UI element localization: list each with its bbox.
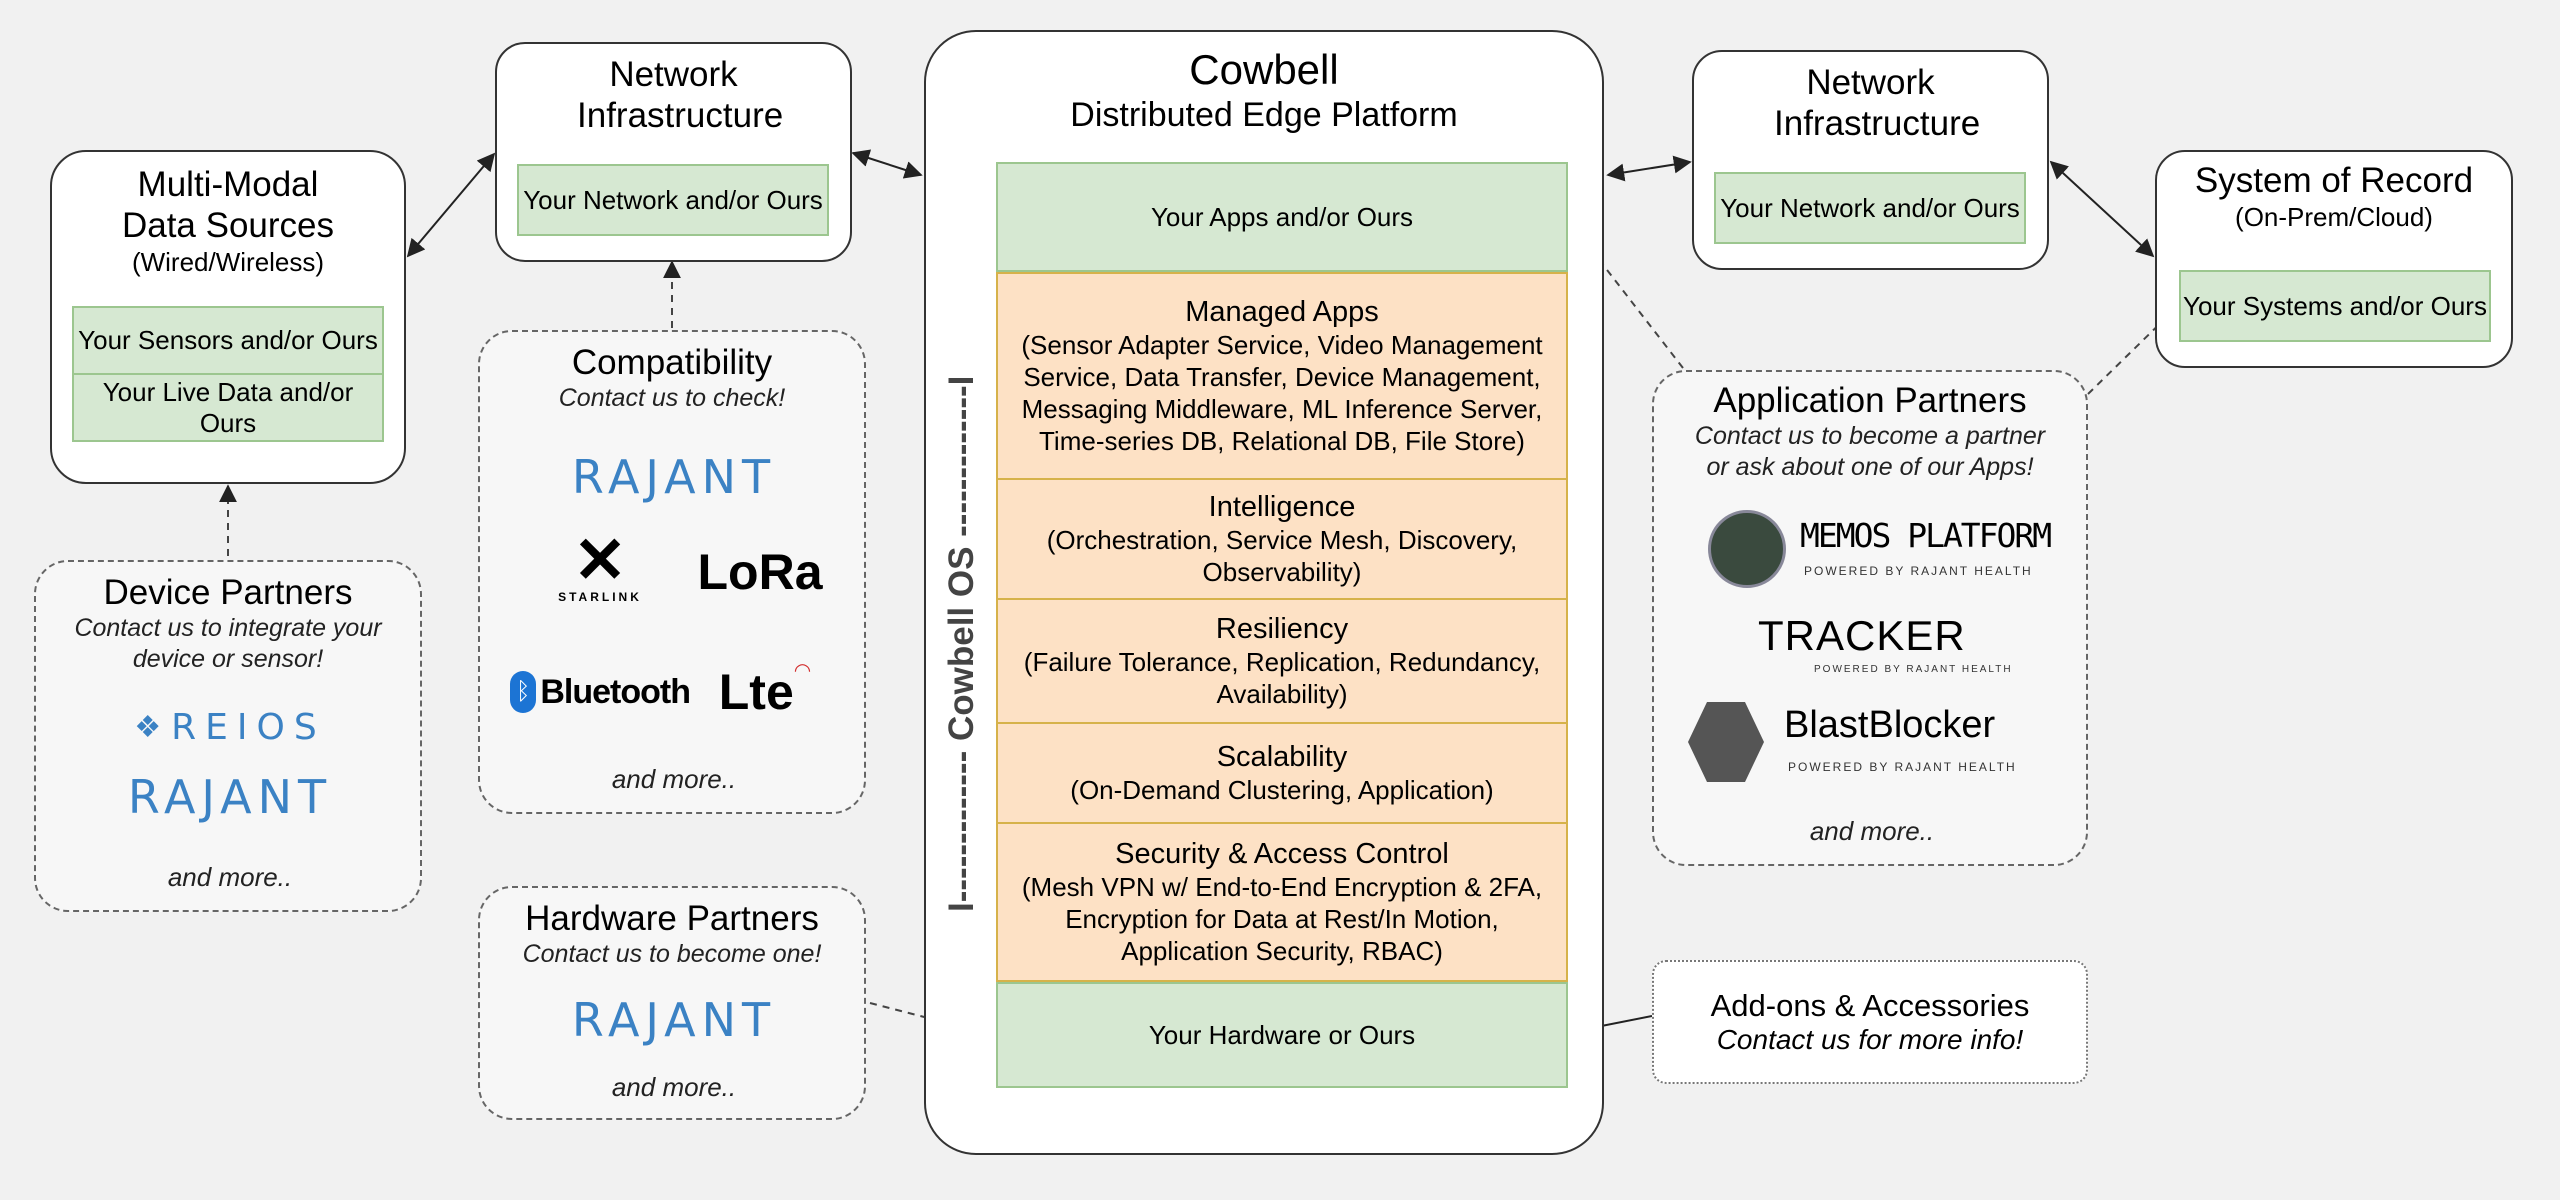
device-partners-title: Device Partners [103,573,353,612]
layer-resiliency: Resiliency (Failure Tolerance, Replicati… [996,598,1568,722]
arrow-network-right-record [2049,160,2155,258]
record-subtitle: (On-Prem/Cloud) [2235,202,2433,232]
layer-managed-apps: Managed Apps (Sensor Adapter Service, Vi… [996,272,1568,478]
blastblocker-logo: BlastBlocker POWERED BY RAJANT HEALTH [1688,698,2068,788]
app-partners-title: Application Partners [1713,381,2027,420]
network-left-inner: Your Network and/or Ours [517,164,829,236]
starlink-x-icon: ✕ [573,524,627,596]
live-data-box: Your Live Data and/or Ours [72,373,384,442]
blastblocker-wordmark: BlastBlocker [1784,704,1996,746]
layer-title: Scalability [1216,741,1348,773]
device-partners-note: Contact us to integrate your device or s… [74,614,382,673]
memos-emblem-icon [1708,510,1786,588]
bluetooth-icon: ᛒ [510,671,537,713]
layer-title: Managed Apps [1185,296,1379,328]
reios-wordmark: REIOS [171,706,326,748]
cowbell-os-label: I------------- Cowbell OS -------------I [942,375,981,912]
network-right-title: Network Infrastructure [1774,63,1981,143]
arrow-sources-network [406,152,496,258]
memos-wordmark: MEMOS PLATFORM [1800,516,2052,555]
signal-icon: ◠ [793,659,812,682]
record-title: System of Record [2194,161,2474,200]
network-right-box: Network Infrastructure Your Network and/… [1692,50,2049,270]
rajant-wordmark: RAJANT [571,993,777,1047]
layer-desc: (Mesh VPN w/ End-to-End Encryption & 2FA… [1021,872,1543,966]
network-left-box: Network Infrastructure Your Network and/… [495,42,852,262]
blastblocker-emblem-icon [1688,702,1764,782]
layer-scalability: Scalability (On-Demand Clustering, Appli… [996,722,1568,822]
arrow-platform-network-right [1606,155,1692,182]
addons-box: Add-ons & Accessories Contact us for mor… [1652,960,2088,1084]
hardware-box: Your Hardware or Ours [996,982,1568,1088]
layer-intelligence: Intelligence (Orchestration, Service Mes… [996,478,1568,598]
data-sources-title: Multi-Modal Data Sources [121,165,335,245]
systems-box: Your Systems and/or Ours [2179,270,2491,342]
starlink-logo: ✕ STARLINK [520,522,680,612]
rajant-wordmark: RAJANT [571,450,777,504]
addons-note: Contact us for more info! [1716,1024,2024,1055]
compatibility-box: Compatibility Contact us to check! RAJAN… [478,330,866,814]
app-partners-box: Application Partners Contact us to becom… [1652,370,2088,866]
device-partners-box: Device Partners Contact us to integrate … [34,560,422,912]
tracker-wordmark: TRACKER [1758,612,1966,659]
reios-logo: ❖ REIOS [36,702,424,752]
compatibility-title: Compatibility [571,343,773,382]
memos-logo: MEMOS PLATFORM POWERED BY RAJANT HEALTH [1708,508,2068,592]
layer-title: Resiliency [1215,613,1349,645]
data-sources-box: Multi-Modal Data Sources (Wired/Wireless… [50,150,406,484]
platform-title: Cowbell [1189,46,1339,93]
app-partners-more: and more.. [1809,816,1935,846]
rajant-logo: RAJANT [480,990,868,1050]
compatibility-more: and more.. [611,764,737,794]
platform-subtitle: Distributed Edge Platform [1070,96,1458,134]
layer-title: Intelligence [1208,491,1356,523]
bluetooth-logo: ᛒ Bluetooth [510,662,691,722]
apps-box: Your Apps and/or Ours [996,162,1568,272]
hardware-partners-note: Contact us to become one! [522,940,822,968]
network-left-title: Network Infrastructure [577,55,784,135]
arrow-network-platform [851,149,923,179]
lora-wordmark: LoRa [697,544,823,600]
blastblocker-powered: POWERED BY RAJANT HEALTH [1788,760,2017,774]
memos-powered: POWERED BY RAJANT HEALTH [1804,564,2033,578]
system-of-record-box: System of Record (On-Prem/Cloud) Your Sy… [2155,150,2513,368]
layer-desc: (Failure Tolerance, Replication, Redunda… [1023,647,1541,709]
hardware-partners-box: Hardware Partners Contact us to become o… [478,886,866,1120]
network-right-inner: Your Network and/or Ours [1714,172,2026,244]
rajant-logo: RAJANT [480,442,868,512]
lte-wordmark: Lte [718,664,794,720]
layer-title: Security & Access Control [1115,838,1449,870]
device-partners-more: and more.. [167,862,293,892]
starlink-wordmark: STARLINK [558,590,642,604]
layer-security: Security & Access Control (Mesh VPN w/ E… [996,822,1568,982]
layer-desc: (Sensor Adapter Service, Video Managemen… [1021,330,1543,456]
hardware-partners-title: Hardware Partners [525,899,819,938]
hardware-partners-more: and more.. [611,1072,737,1102]
rajant-wordmark: RAJANT [127,770,333,824]
app-partners-note: Contact us to become a partner or ask ab… [1694,422,2046,481]
bluetooth-wordmark: Bluetooth [540,672,691,711]
reios-mark-icon: ❖ [134,710,162,744]
addons-title: Add-ons & Accessories [1710,988,2030,1023]
layer-desc: (Orchestration, Service Mesh, Discovery,… [1046,525,1518,587]
data-sources-subtitle: (Wired/Wireless) [131,247,325,277]
lte-logo: Lte ◠ [710,652,820,732]
sensors-box: Your Sensors and/or Ours [72,306,384,375]
layer-desc: (On-Demand Clustering, Application) [1070,775,1494,805]
tracker-powered: POWERED BY RAJANT HEALTH [1814,664,2013,675]
compatibility-note: Contact us to check! [558,384,786,412]
lora-logo: LoRa [690,532,830,612]
rajant-logo: RAJANT [36,762,424,832]
tracker-logo: TRACKER POWERED BY RAJANT HEALTH [1758,612,2058,688]
